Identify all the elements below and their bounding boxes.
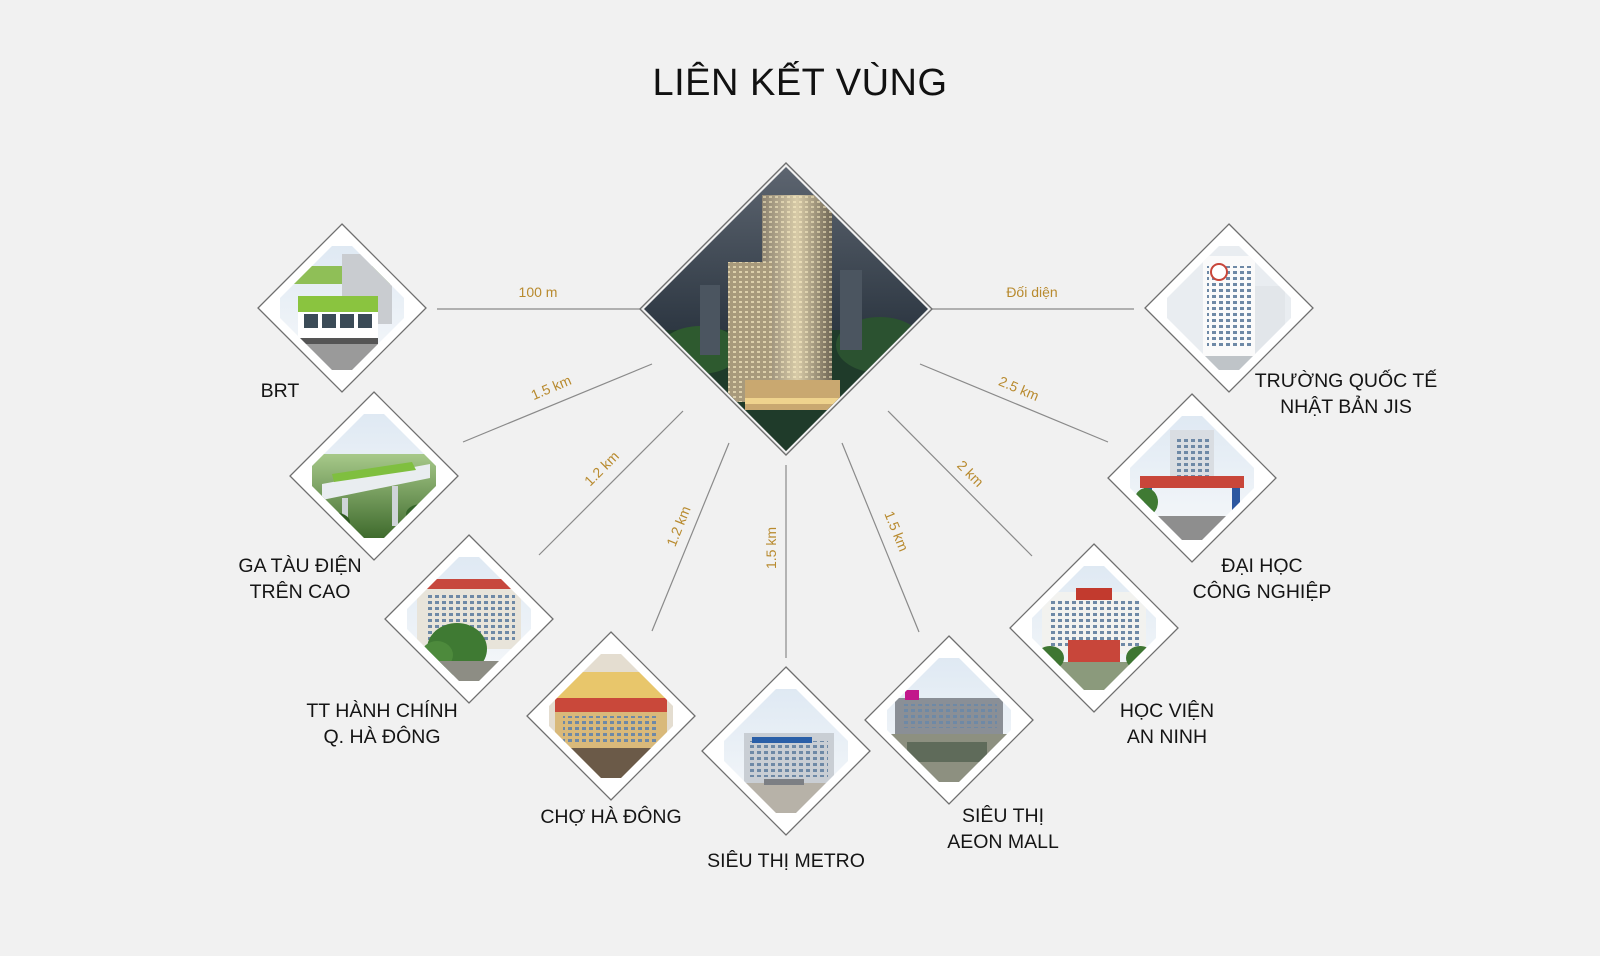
node-cho-ha-dong [526,631,696,801]
node-jis [1144,223,1314,393]
destination-label-line: SIÊU THỊ [962,805,1044,827]
distance-label-metro: 1.5 km [763,527,779,569]
destination-label-hoc-vien: HỌC VIỆN AN NINH [1120,698,1214,750]
destination-label-tt-hanh-chinh: TT HÀNH CHÍNH Q. HÀ ĐÔNG [306,698,457,750]
destination-label-line: TRÊN CAO [249,581,351,603]
destination-label-cho-ha-dong: CHỢ HÀ ĐÔNG [540,804,681,830]
admin-building-icon [407,557,531,681]
destination-label-line: TRƯỜNG QUỐC TẾ [1254,370,1438,392]
destination-label-line: TT HÀNH CHÍNH [306,700,458,722]
metro-supermarket-icon [724,689,848,813]
connector-dai-hoc [919,363,1109,443]
center-node-tower [639,162,933,456]
destination-label-aeon: SIÊU THỊ AEON MALL [947,803,1059,855]
destination-label-line: AEON MALL [947,831,1059,853]
node-brt [257,223,427,393]
node-dai-hoc [1107,393,1277,563]
destination-label-line: AN NINH [1126,726,1208,748]
distance-label-tt-hanh-chinh: 1.2 km [581,448,622,489]
aeon-mall-icon [885,658,1011,782]
node-aeon [864,635,1034,805]
node-ga-tau-dien [289,391,459,561]
distance-label-jis: Đối diện [1006,284,1057,300]
destination-label-ga-tau-dien: GA TÀU ĐIỆN TRÊN CAO [238,553,361,605]
distance-label-ga-tau-dien: 1.5 km [529,372,574,403]
destination-label-line: BRT [260,380,300,402]
connector-tt-hanh-chinh [538,410,684,556]
elevated-railway-icon [312,414,438,538]
node-hoc-vien [1009,543,1179,713]
destination-label-line: SIÊU THỊ METRO [707,850,865,872]
connector-ga-tau-dien [462,363,653,443]
destination-label-line: NHẬT BẢN JIS [1280,396,1412,418]
tower-render-icon [644,167,928,451]
market-building-icon [549,654,673,778]
page-title: LIÊN KẾT VÙNG [652,62,948,104]
distance-label-aeon: 1.5 km [881,509,912,554]
destination-label-brt: BRT [261,378,300,404]
destination-label-line: ĐẠI HỌC [1221,555,1303,577]
destination-label-line: CÔNG NGHIỆP [1192,581,1332,603]
connector-hoc-vien [887,410,1033,557]
connector-cho-ha-dong [651,442,730,632]
node-tt-hanh-chinh [384,534,554,704]
destination-label-line: HỌC VIỆN [1119,700,1215,722]
distance-label-brt: 100 m [519,284,558,300]
destination-label-dai-hoc: ĐẠI HỌC CÔNG NGHIỆP [1193,553,1332,605]
school-building-icon [1167,246,1291,370]
distance-label-hoc-vien: 2 km [954,457,987,490]
connector-aeon [841,442,920,633]
destination-label-line: CHỢ HÀ ĐÔNG [540,806,682,828]
destination-label-line: GA TÀU ĐIỆN [238,555,362,577]
node-metro [701,666,871,836]
destination-label-jis: TRƯỜNG QUỐC TẾ NHẬT BẢN JIS [1255,368,1438,420]
distance-label-dai-hoc: 2.5 km [996,373,1041,404]
destination-label-line: Q. HÀ ĐÔNG [323,726,441,748]
academy-building-icon [1032,566,1156,690]
destination-label-metro: SIÊU THỊ METRO [707,848,865,874]
brt-bus-icon [280,246,404,370]
university-gate-icon [1130,416,1254,540]
